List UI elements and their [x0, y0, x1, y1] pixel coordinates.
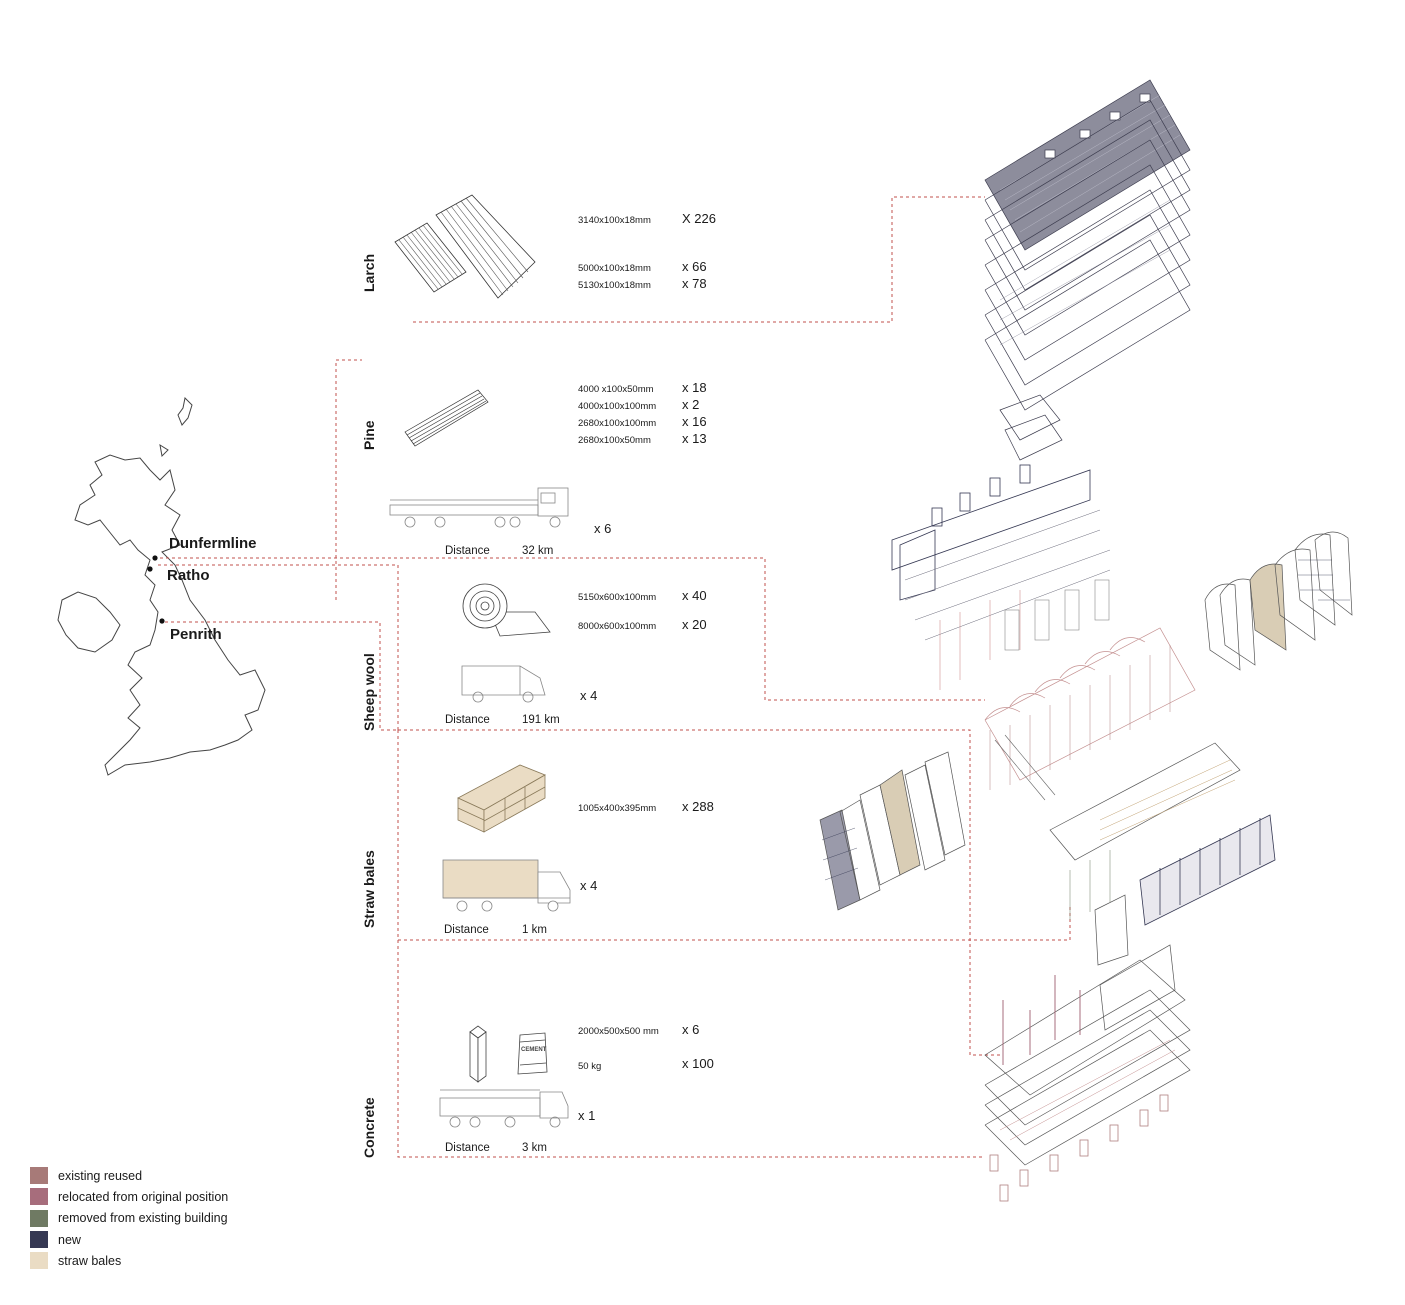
legend-label: removed from existing building	[58, 1211, 228, 1226]
distance-value: 191 km	[522, 714, 560, 726]
dimension-label: 50 kg	[578, 1061, 602, 1072]
quantity-label: x 100	[682, 1056, 714, 1071]
legend-swatch	[30, 1231, 48, 1249]
dimension-label: 5150x600x100mm	[578, 592, 657, 603]
legend-swatch	[30, 1209, 48, 1227]
quantity-label: x 78	[682, 276, 707, 291]
dimension-label: 3140x100x18mm	[578, 215, 651, 226]
legend-item: removed from existing building	[30, 1208, 228, 1229]
material-name-sheep-wool: Sheep wool	[361, 653, 377, 731]
shetland-outline	[177, 396, 193, 426]
exploded-curved-panels-right	[1204, 531, 1353, 671]
orkney-outline	[159, 443, 169, 458]
city-label-ratho: Ratho	[167, 567, 210, 584]
legend-swatch	[30, 1188, 48, 1206]
distance-value: 32 km	[522, 545, 554, 557]
dimension-label: 5130x100x18mm	[578, 280, 651, 291]
quantity-label: x 2	[682, 397, 700, 412]
van-icon	[461, 665, 546, 703]
connector-lines	[158, 196, 1071, 1158]
larch-boards-icon	[394, 194, 536, 299]
straw-to-walls	[398, 905, 1071, 941]
dimension-label: 4000x100x100mm	[578, 401, 657, 412]
quantity-label: x 13	[682, 431, 707, 446]
trips-label: x 1	[578, 1108, 596, 1123]
penrith-line	[165, 621, 398, 731]
quantity-label: x 16	[682, 414, 707, 429]
flatbed-truck-icon	[389, 487, 569, 528]
trips-label: x 6	[594, 521, 612, 536]
distance-label: Distance	[445, 545, 490, 557]
legend-item: straw bales	[30, 1250, 228, 1271]
legend-item: relocated from original position	[30, 1186, 228, 1207]
ratho-line	[158, 564, 399, 730]
distance-value: 1 km	[522, 924, 547, 936]
distance-label: Distance	[444, 924, 489, 936]
dimension-label: 5000x100x18mm	[578, 263, 651, 274]
material-name-straw-bales: Straw bales	[361, 850, 377, 928]
distance-label: Distance	[445, 714, 490, 726]
pine-connector	[335, 359, 362, 600]
dimension-label: 2000x500x500 mm	[578, 1026, 659, 1037]
material-name-concrete: Concrete	[361, 1097, 377, 1158]
city-label-dunfermline: Dunfermline	[169, 535, 257, 552]
legend-swatch	[30, 1252, 48, 1270]
great-britain-outline	[74, 454, 266, 776]
exploded-frame-structure	[984, 627, 1196, 801]
dimension-label: 2680x100x100mm	[578, 418, 657, 429]
exploded-window-frames	[891, 464, 1111, 690]
distance-value: 3 km	[522, 1142, 547, 1154]
quantity-label: X 226	[682, 211, 716, 226]
quantity-label: x 6	[682, 1022, 700, 1037]
quantity-label: x 40	[682, 588, 707, 603]
city-label-penrith: Penrith	[170, 626, 222, 643]
wool-roll-icon	[462, 583, 551, 637]
legend-label: existing reused	[58, 1168, 143, 1183]
uk-map	[57, 396, 266, 776]
legend: existing reused relocated from original …	[30, 1165, 228, 1271]
exploded-straw-panels-left	[819, 751, 966, 911]
exploded-interior-walls	[1049, 742, 1276, 966]
distance-label: Distance	[445, 1142, 490, 1154]
larch-connector	[413, 196, 985, 323]
straw-bale-stack-icon	[457, 764, 546, 833]
quantity-label: x 18	[682, 380, 707, 395]
dunfermline-line	[160, 557, 985, 701]
quantity-label: x 288	[682, 799, 714, 814]
concrete-column-icon	[469, 1025, 487, 1083]
legend-label: relocated from original position	[58, 1189, 229, 1204]
legend-item: existing reused	[30, 1165, 228, 1186]
dimension-label: 8000x600x100mm	[578, 621, 657, 632]
dimension-label: 1005x400x395mm	[578, 803, 657, 814]
exploded-floor-foundations	[984, 944, 1191, 1202]
pine-beams-icon	[404, 389, 489, 447]
material-name-pine: Pine	[361, 420, 377, 450]
straw-connector	[397, 730, 985, 1158]
legend-item: new	[30, 1229, 228, 1250]
truck-icon	[439, 1089, 569, 1128]
lorry-icon	[442, 859, 571, 912]
cement-bag-icon	[517, 1032, 548, 1075]
material-name-larch: Larch	[361, 253, 377, 292]
cement-bag-label: CEMENT	[521, 1047, 547, 1053]
dimension-label: 4000 x100x50mm	[578, 384, 654, 395]
trips-label: x 4	[580, 878, 598, 893]
dimension-label: 2680x100x50mm	[578, 435, 651, 446]
exploded-roof	[984, 79, 1191, 461]
legend-label: new	[58, 1232, 81, 1247]
city-dots	[147, 555, 165, 624]
quantity-label: x 20	[682, 617, 707, 632]
legend-label: straw bales	[58, 1253, 122, 1268]
quantity-label: x 66	[682, 259, 707, 274]
trips-label: x 4	[580, 688, 598, 703]
ireland-outline	[57, 591, 121, 653]
legend-swatch	[30, 1167, 48, 1185]
